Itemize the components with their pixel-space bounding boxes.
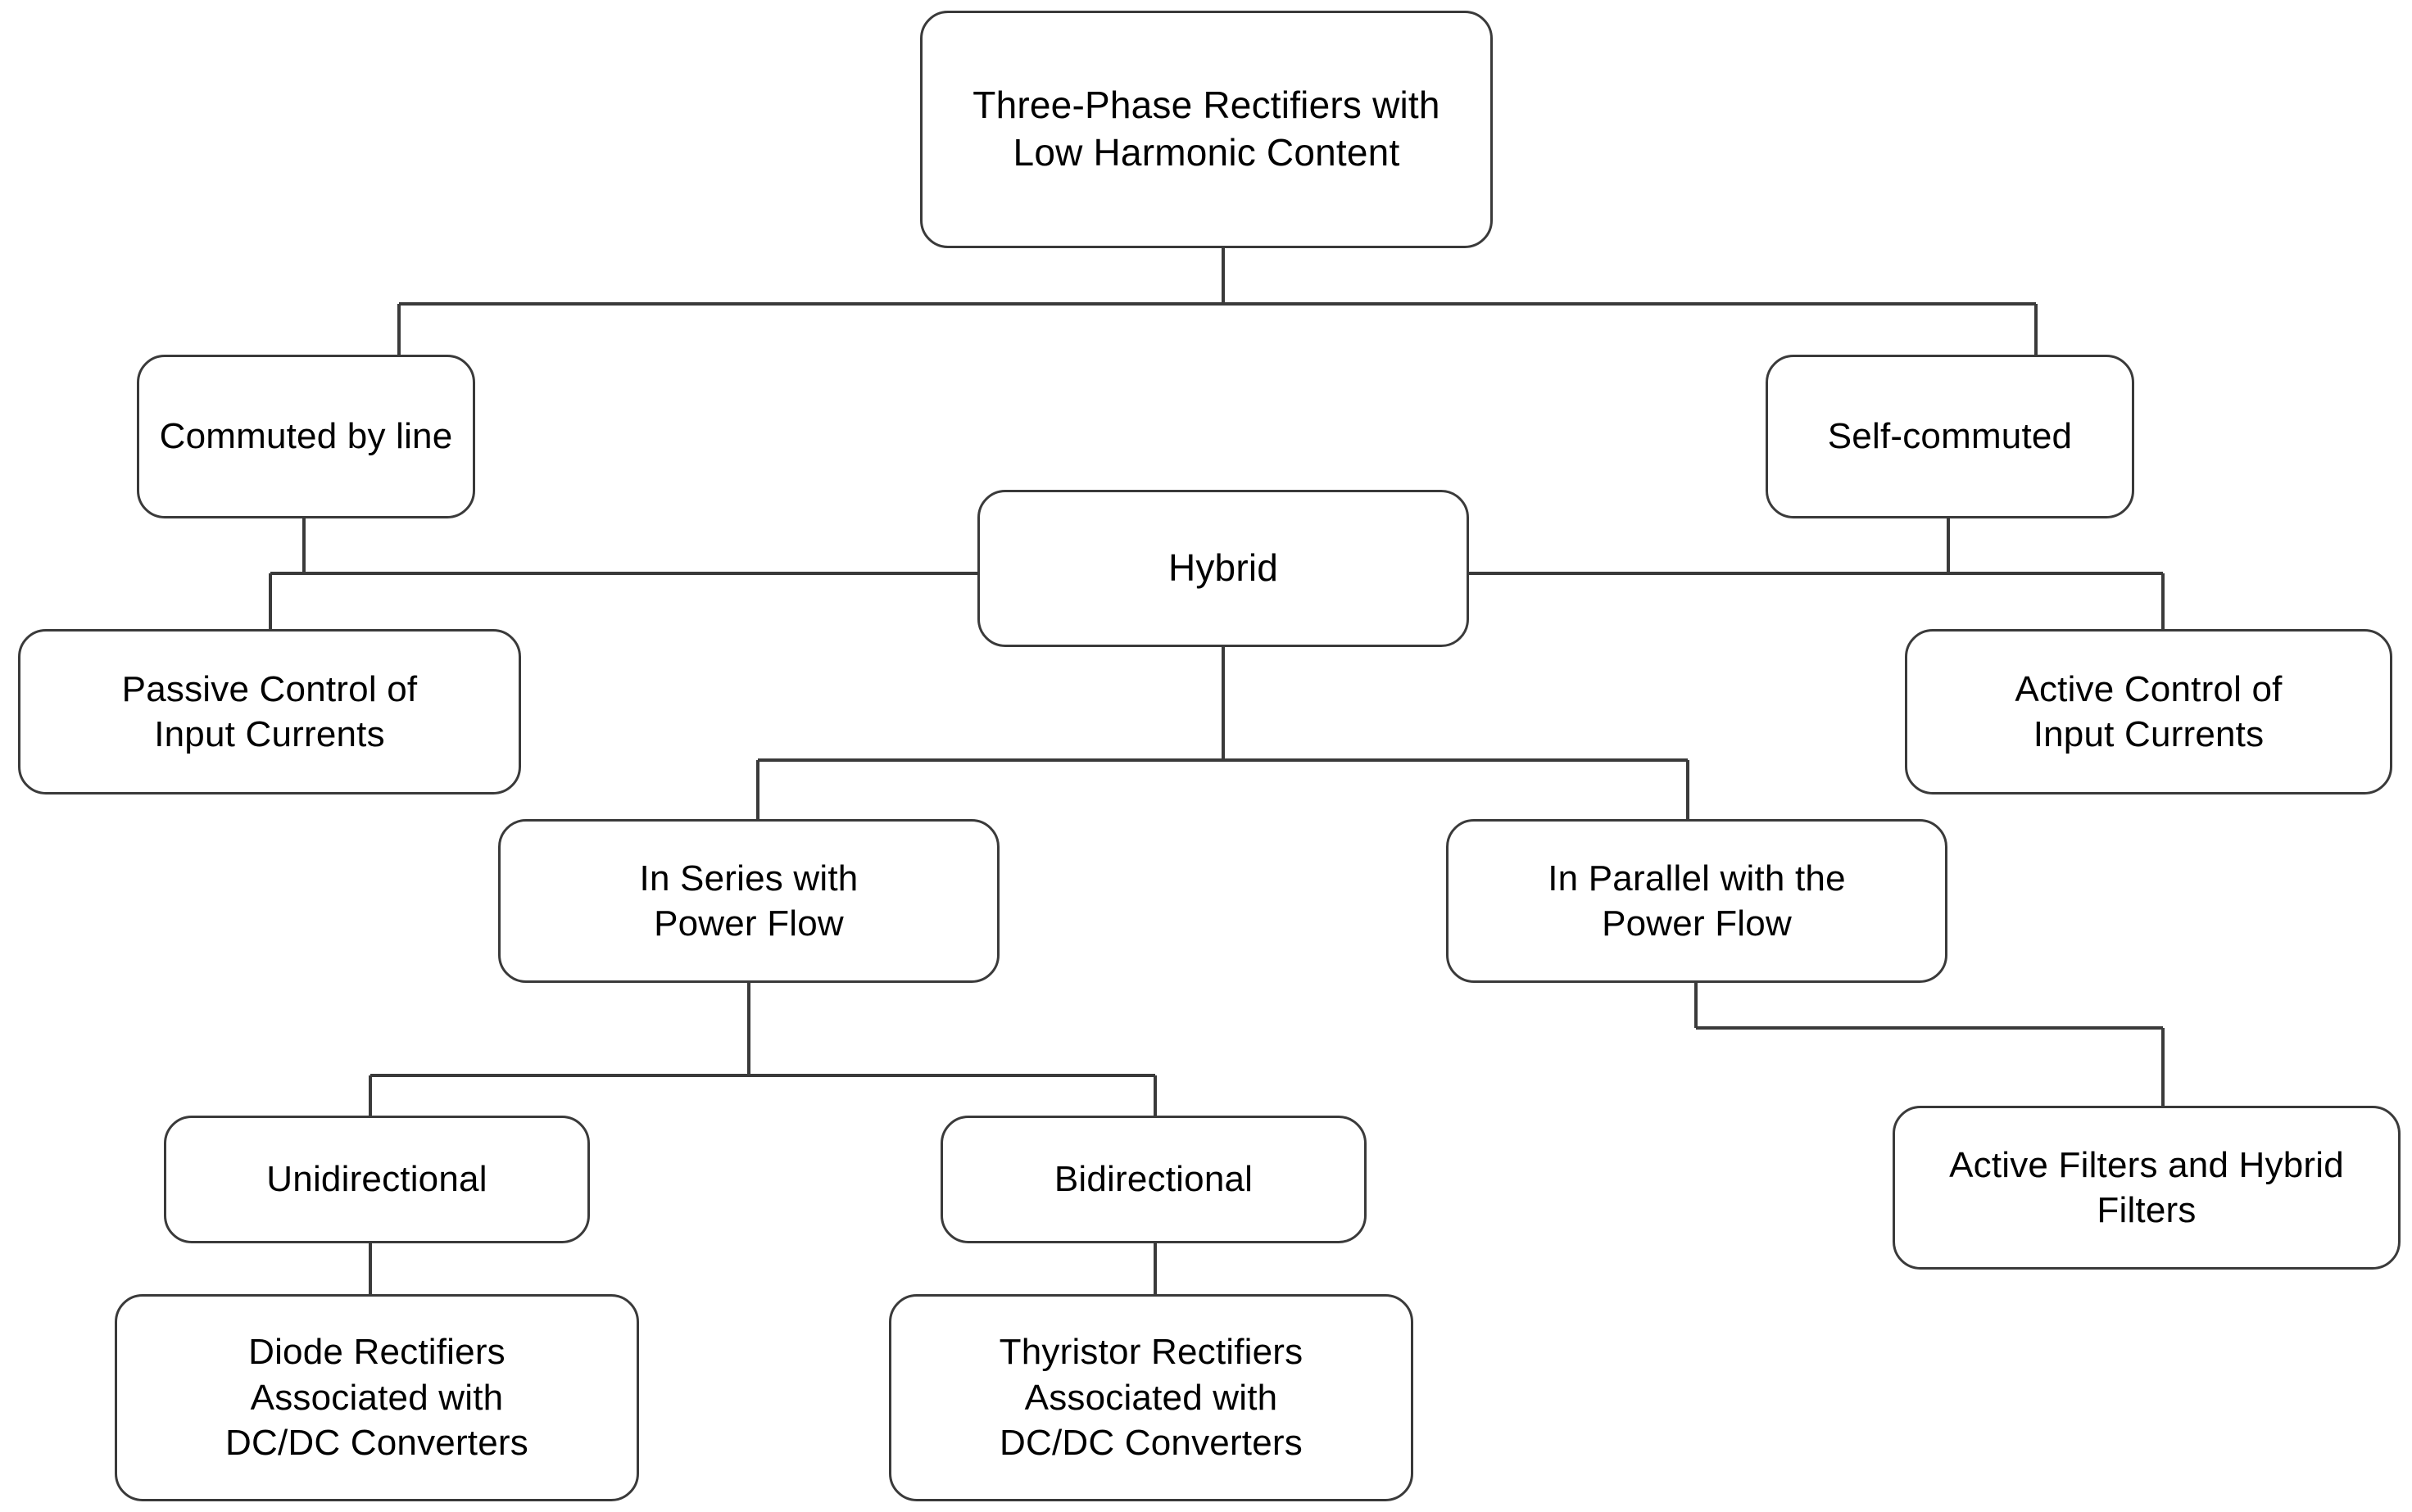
node-active-control-label: Active Control of Input Currents [2015,668,2283,754]
node-thyristor-rectifiers-label: Thyristor Rectifiers Associated with DC/… [999,1332,1303,1464]
node-in-series-with-power-flow[interactable]: In Series with Power Flow [498,819,1000,983]
node-passive-control[interactable]: Passive Control of Input Currents [18,629,521,794]
node-commuted-by-line[interactable]: Commuted by line [137,355,475,518]
node-active-filters-label: Active Filters and Hybrid Filters [1949,1144,2344,1230]
node-commuted-by-line-label: Commuted by line [159,416,453,457]
node-diode-rectifiers-label: Diode Rectifiers Associated with DC/DC C… [225,1332,528,1464]
node-diode-rectifiers[interactable]: Diode Rectifiers Associated with DC/DC C… [115,1294,639,1501]
node-active-control[interactable]: Active Control of Input Currents [1905,629,2392,794]
node-passive-control-label: Passive Control of Input Currents [121,668,418,754]
node-in-parallel-label: In Parallel with the Power Flow [1548,858,1846,944]
node-root-label: Three-Phase Rectifiers with Low Harmonic… [973,84,1440,174]
node-root[interactable]: Three-Phase Rectifiers with Low Harmonic… [920,11,1493,248]
node-bidirectional[interactable]: Bidirectional [941,1116,1367,1243]
node-self-commuted[interactable]: Self-commuted [1766,355,2134,518]
node-in-parallel-with-power-flow[interactable]: In Parallel with the Power Flow [1446,819,1947,983]
node-hybrid[interactable]: Hybrid [977,490,1469,647]
node-active-filters-and-hybrid-filters[interactable]: Active Filters and Hybrid Filters [1893,1106,2401,1270]
node-unidirectional[interactable]: Unidirectional [164,1116,590,1243]
node-self-commuted-label: Self-commuted [1827,416,2073,457]
node-in-series-label: In Series with Power Flow [639,858,859,944]
node-thyristor-rectifiers[interactable]: Thyristor Rectifiers Associated with DC/… [889,1294,1413,1501]
node-unidirectional-label: Unidirectional [266,1159,487,1200]
node-hybrid-label: Hybrid [1167,546,1279,590]
node-bidirectional-label: Bidirectional [1054,1159,1254,1200]
